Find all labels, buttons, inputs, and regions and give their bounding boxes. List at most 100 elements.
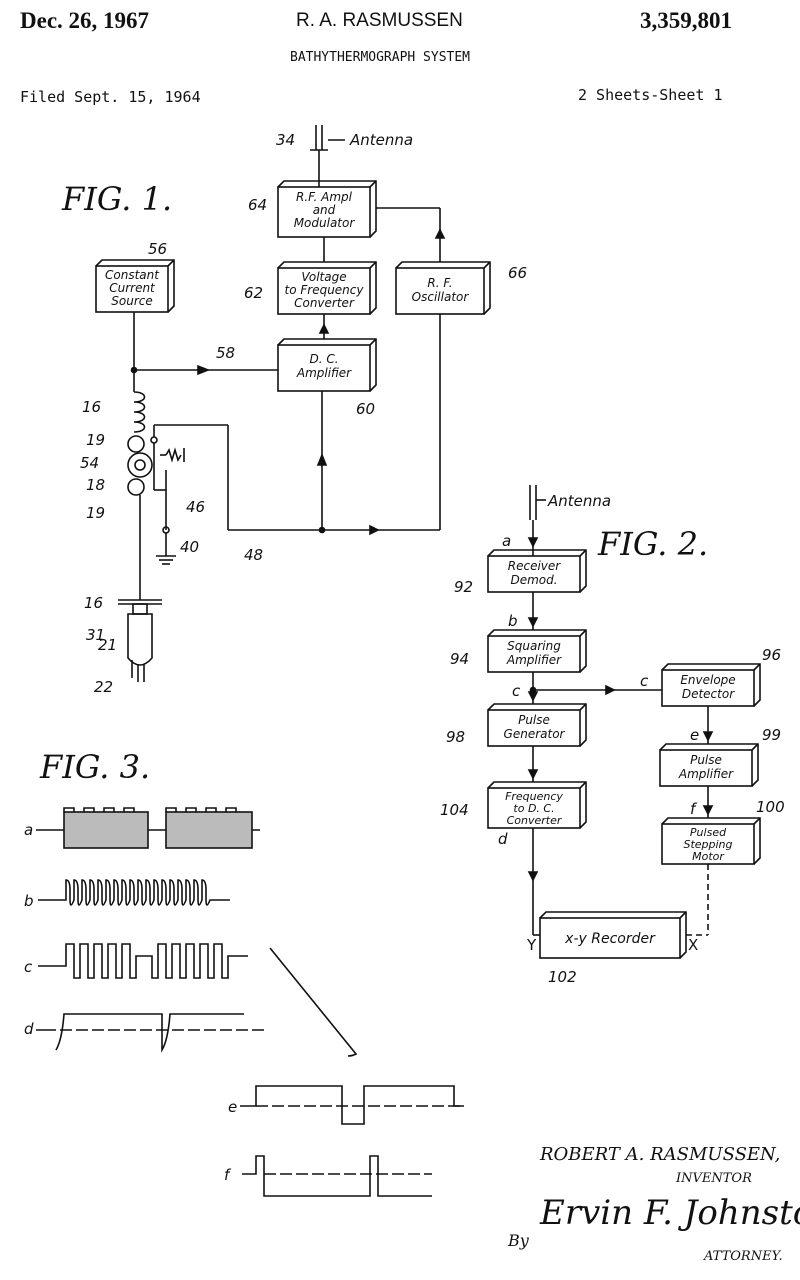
filed-date: Filed Sept. 15, 1964 [20, 88, 201, 106]
ref-22: 22 [94, 678, 113, 696]
block-xy-recorder [539, 911, 687, 959]
ref-46: 46 [186, 498, 205, 516]
block-dc-amplifier [277, 338, 377, 392]
ref-99: 99 [762, 726, 781, 744]
dc-amp-line1: D. C. [309, 352, 338, 366]
block-squaring [487, 629, 587, 673]
patent-date: Dec. 26, 1967 [20, 8, 150, 33]
wave-b [38, 879, 230, 906]
osc-line2: Oscillator [412, 290, 470, 304]
block-receiver [487, 549, 587, 593]
stepper-line3: Motor [692, 850, 725, 863]
rf-amp-line2: and [313, 203, 336, 217]
svg-text:R. F.Oscillator: R. F.Oscillator [412, 276, 470, 304]
signal-f: f [690, 800, 698, 818]
wave-a [36, 807, 260, 849]
ref-16a: 16 [82, 398, 101, 416]
fdc-line1: Frequency [505, 790, 563, 803]
wave-d [36, 1013, 244, 1053]
ccs-line2: Current [109, 281, 156, 295]
svg-text:D. C.Amplifier: D. C.Amplifier [296, 352, 352, 380]
attorney-signature: Ervin F. Johnston [539, 1193, 800, 1233]
wave-f [242, 1155, 432, 1197]
fig1-wiring [118, 207, 446, 682]
fdc-line3: Converter [507, 814, 563, 827]
block-pulse-amplifier [659, 743, 759, 787]
ref-100: 100 [756, 798, 785, 816]
signal-e: e [690, 726, 699, 744]
ref-60: 60 [356, 400, 375, 418]
signal-x: X [688, 936, 698, 954]
fig1-label: FIG. 1. [61, 180, 172, 218]
patent-number: 3,359,801 [640, 8, 732, 33]
fdc-line2: to D. C. [513, 802, 554, 815]
ref-62: 62 [244, 284, 263, 302]
squaring-line1: Squaring [507, 639, 561, 653]
pulseamp-line1: Pulse [690, 753, 722, 767]
ref-66: 66 [508, 264, 527, 282]
signal-c2: c [640, 672, 649, 690]
stepper-line1: Pulsed [690, 826, 727, 839]
ref-54: 54 [80, 454, 99, 472]
ccs-line1: Constant [105, 268, 160, 282]
fig3: FIG. 3. a b c d e f [24, 748, 464, 1197]
dc-amp-line2: Amplifier [296, 366, 352, 380]
inventor-signature: ROBERT A. RASMUSSEN, [539, 1144, 780, 1165]
ref-19a: 19 [86, 431, 105, 449]
envelope-line1: Envelope [680, 673, 735, 687]
ref-19b: 19 [86, 504, 105, 522]
fig2-wiring [527, 537, 714, 936]
sheet-info: 2 Sheets-Sheet 1 [578, 86, 723, 104]
pulsegen-line1: Pulse [518, 713, 550, 727]
wave-label-f: f [224, 1166, 232, 1184]
fig3-label: FIG. 3. [39, 748, 150, 786]
rf-amp-line1: R.F. Ampl [296, 190, 353, 204]
signature-block: ROBERT A. RASMUSSEN, INVENTOR By Ervin F… [507, 1144, 800, 1264]
vfc-line3: Converter [294, 296, 355, 310]
by-label: By [507, 1231, 530, 1250]
ref-18: 18 [86, 476, 105, 494]
signal-a: a [502, 532, 511, 550]
wave-c [38, 943, 248, 979]
inventor-role: INVENTOR [675, 1171, 752, 1186]
block-freq-dc [487, 781, 587, 829]
stepper-line2: Stepping [683, 838, 732, 851]
vfc-line2: to Frequency [285, 283, 365, 297]
ref-104: 104 [440, 801, 469, 819]
receiver-line1: Receiver [508, 559, 562, 573]
ref-94: 94 [450, 650, 469, 668]
antenna-34-icon [310, 125, 345, 187]
ref-40: 40 [180, 538, 199, 556]
ref-58: 58 [216, 344, 235, 362]
ref-96: 96 [762, 646, 781, 664]
signal-c1: c [512, 682, 521, 700]
wave-label-c: c [24, 958, 33, 976]
vfc-line1: Voltage [301, 270, 346, 284]
pulseamp-line2: Amplifier [678, 767, 734, 781]
patent-title: BATHYTHERMOGRAPH SYSTEM [290, 50, 471, 65]
attorney-role: ATTORNEY. [703, 1249, 783, 1264]
signal-b: b [508, 612, 518, 630]
wave-label-b: b [24, 892, 34, 910]
recorder-label: x-y Recorder [564, 931, 656, 947]
osc-line1: R. F. [427, 276, 452, 290]
wave-e [240, 1085, 464, 1125]
ccs-line3: Source [111, 294, 152, 308]
ref-56: 56 [148, 240, 167, 258]
ref-21: 21 [98, 636, 117, 654]
wave-label-a: a [24, 821, 33, 839]
wave-bracket [269, 947, 358, 1057]
signal-y: Y [526, 936, 537, 954]
pulsegen-line2: Generator [504, 727, 566, 741]
envelope-line2: Detector [682, 687, 735, 701]
